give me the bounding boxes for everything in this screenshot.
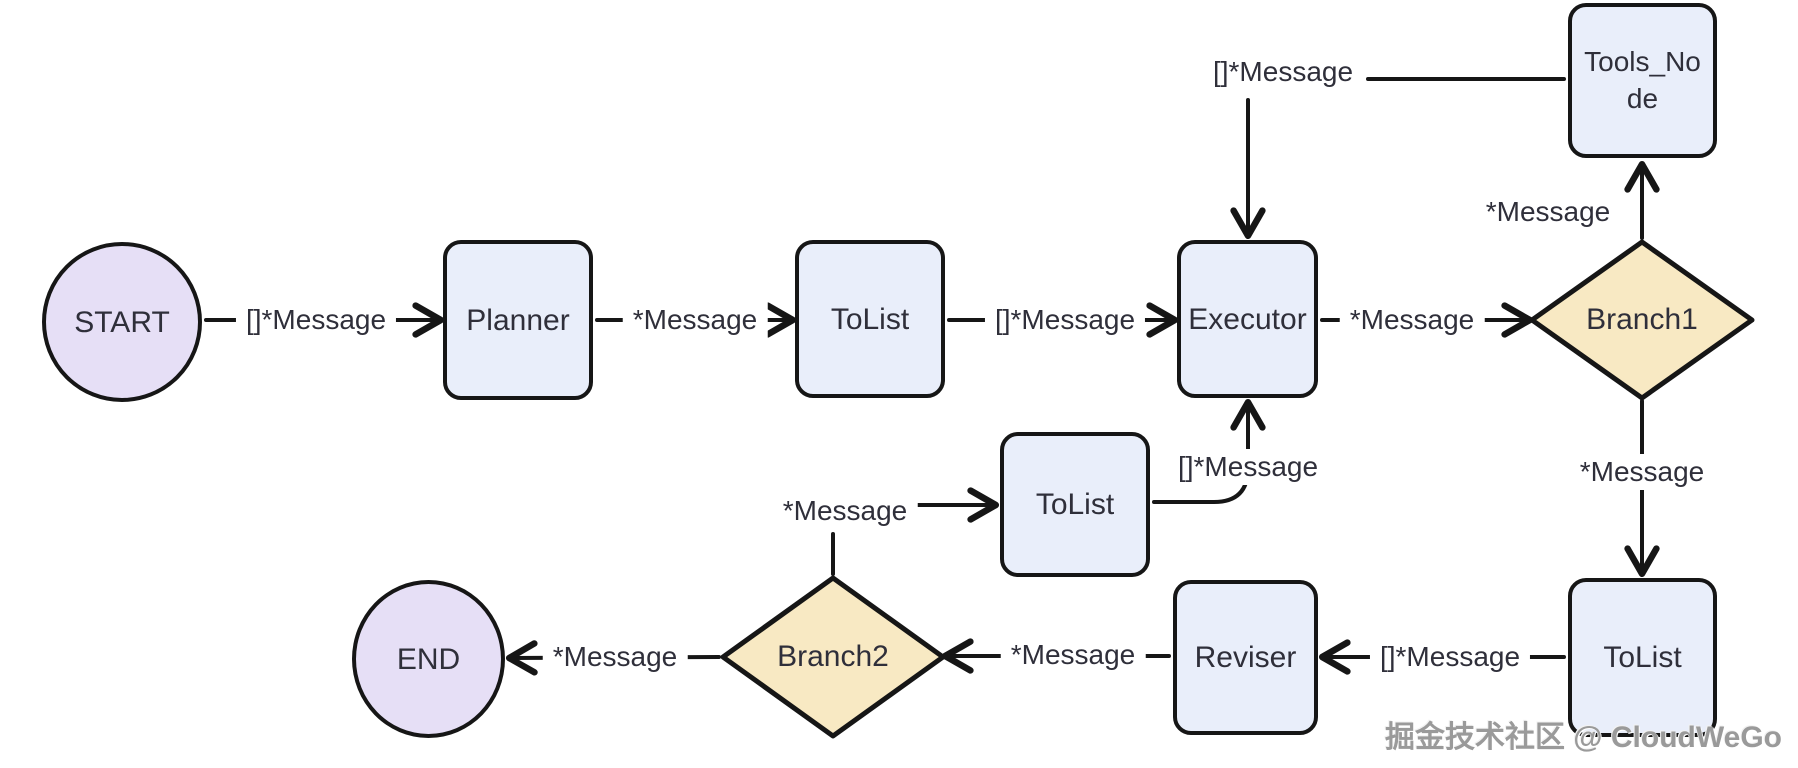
node-tolist-top: ToList (795, 240, 945, 398)
branch2-diamond-shape (720, 575, 946, 739)
edge-label-branch1-tolist-bottom: *Message (1569, 454, 1715, 490)
node-branch2-label: Branch2 (777, 640, 889, 673)
node-executor: Executor (1177, 240, 1318, 398)
edge-label-tolist-executor: []*Message (984, 302, 1146, 338)
node-planner: Planner (443, 240, 593, 400)
edge-label-branch2-tolist-middle: *Message (772, 493, 918, 529)
edge-label-start-planner: []*Message (235, 302, 397, 338)
node-end: END (352, 580, 505, 738)
watermark-text: 掘金技术社区 @ CloudWeGo (1384, 721, 1782, 754)
edge-label-executor-branch1: *Message (1339, 302, 1485, 338)
edge-label-tolistmiddle-executor: []*Message (1167, 449, 1329, 485)
node-start: START (42, 242, 202, 402)
edge-label-tolistbottom-reviser: []*Message (1369, 639, 1531, 675)
edge-label-planner-tolist: *Message (622, 302, 768, 338)
node-tolist-bottom: ToList (1568, 578, 1717, 737)
node-tolist-middle: ToList (1000, 432, 1150, 577)
node-tools-node: Tools_Node (1568, 3, 1717, 158)
edge-label-reviser-branch2: *Message (1000, 637, 1146, 673)
edge-label-branch2-end: *Message (542, 639, 688, 675)
branch1-diamond-shape (1529, 239, 1755, 401)
node-reviser: Reviser (1173, 580, 1318, 735)
edge-label-branch1-toolsnode: *Message (1475, 194, 1621, 230)
node-branch1-label: Branch1 (1586, 303, 1698, 336)
edge-label-toolsnode-executor: []*Message (1202, 54, 1364, 90)
